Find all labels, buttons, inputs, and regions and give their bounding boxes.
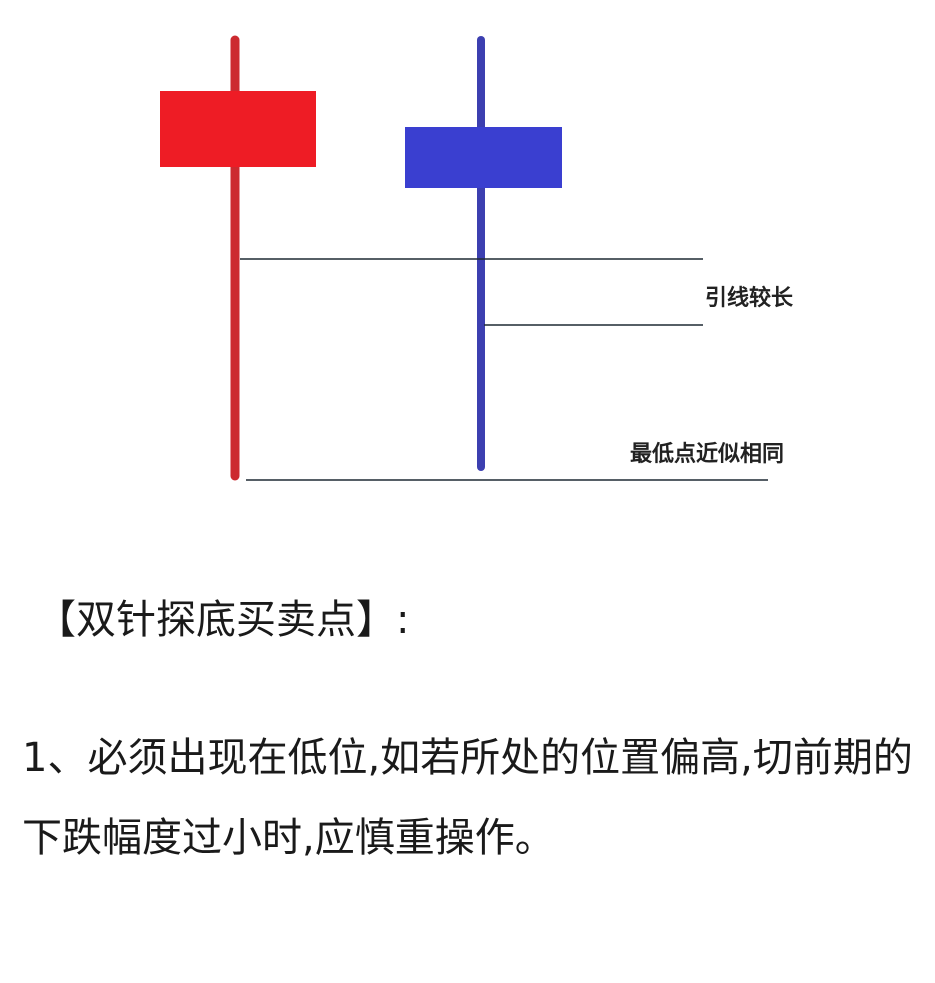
similar-lows-label: 最低点近似相同	[630, 441, 784, 467]
blue-candle	[405, 36, 562, 471]
section-heading: 【双针探底买卖点】:	[36, 597, 410, 643]
double-needle-diagram: 引线较长 最低点近似相同	[160, 35, 794, 481]
red-candle	[160, 35, 316, 481]
long-shadow-label: 引线较长	[705, 285, 794, 311]
red-candle-body	[160, 91, 316, 167]
rule-paragraph: 1、必须出现在低位,如若所处的位置偏高,切前期的下跌幅度过小时,应慎重操作。	[22, 735, 913, 861]
blue-candle-body	[405, 127, 562, 188]
